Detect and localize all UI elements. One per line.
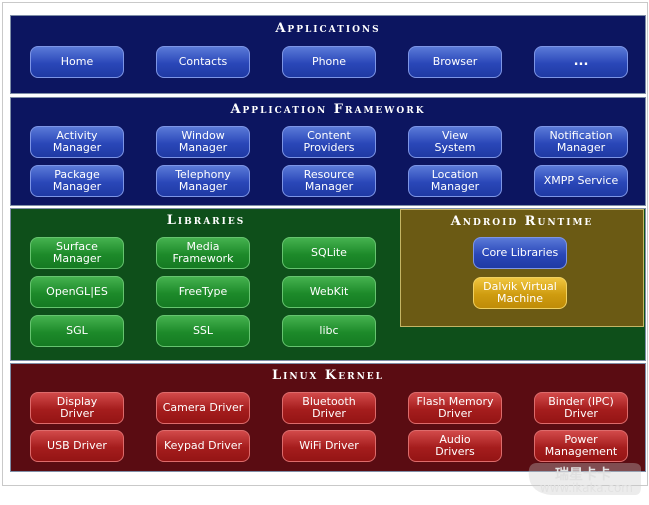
lib-freetype: FreeType — [156, 276, 250, 308]
app-contacts: Contacts — [156, 46, 250, 78]
fw-content-providers: Content Providers — [282, 126, 376, 158]
kernel-layer: Linux Kernel Display Driver Camera Drive… — [10, 363, 646, 472]
watermark-logo-icon: 瑞星卡卡 — [528, 463, 641, 495]
watermark-url: www.ikaka.com — [539, 481, 633, 495]
watermark: 瑞星卡卡 www.ikaka.com — [525, 459, 643, 499]
app-more: ... — [534, 46, 628, 78]
kernel-title: Linux Kernel — [272, 368, 384, 383]
lib-sqlite: SQLite — [282, 237, 376, 269]
lib-media-framework: Media Framework — [156, 237, 250, 269]
lib-libc: libc — [282, 315, 376, 347]
k-usb-driver: USB Driver — [30, 430, 124, 462]
runtime-layer: Android Runtime Core Libraries Dalvik Vi… — [400, 209, 644, 327]
k-keypad-driver: Keypad Driver — [156, 430, 250, 462]
k-bluetooth-driver: Bluetooth Driver — [282, 392, 376, 424]
fw-view-system: View System — [408, 126, 502, 158]
app-phone: Phone — [282, 46, 376, 78]
lib-opengl-es: OpenGL|ES — [30, 276, 124, 308]
framework-layer: Application Framework Activity Manager W… — [10, 97, 646, 206]
lib-ssl: SSL — [156, 315, 250, 347]
k-audio-drivers: Audio Drivers — [408, 430, 502, 462]
k-wifi-driver: WiFi Driver — [282, 430, 376, 462]
lib-webkit: WebKit — [282, 276, 376, 308]
runtime-title: Android Runtime — [450, 214, 594, 229]
applications-layer: Applications Home Contacts Phone Browser… — [10, 15, 646, 94]
k-binder-driver: Binder (IPC) Driver — [534, 392, 628, 424]
svg-text:瑞星卡卡: 瑞星卡卡 — [555, 466, 611, 483]
fw-package-manager: Package Manager — [30, 165, 124, 197]
fw-resource-manager: Resource Manager — [282, 165, 376, 197]
applications-title: Applications — [275, 21, 381, 36]
rt-dalvik-vm: Dalvik Virtual Machine — [473, 277, 567, 309]
fw-notification-manager: Notification Manager — [534, 126, 628, 158]
app-browser: Browser — [408, 46, 502, 78]
lib-sgl: SGL — [30, 315, 124, 347]
libraries-title: Libraries — [166, 213, 246, 228]
k-power-management: Power Management — [534, 430, 628, 462]
lib-surface-manager: Surface Manager — [30, 237, 124, 269]
fw-activity-manager: Activity Manager — [30, 126, 124, 158]
k-display-driver: Display Driver — [30, 392, 124, 424]
fw-location-manager: Location Manager — [408, 165, 502, 197]
framework-title: Application Framework — [230, 102, 426, 117]
k-flash-memory-driver: Flash Memory Driver — [408, 392, 502, 424]
rt-core-libraries: Core Libraries — [473, 237, 567, 269]
k-camera-driver: Camera Driver — [156, 392, 250, 424]
fw-xmpp-service: XMPP Service — [534, 165, 628, 197]
fw-window-manager: Window Manager — [156, 126, 250, 158]
fw-telephony-manager: Telephony Manager — [156, 165, 250, 197]
diagram-frame: Applications Home Contacts Phone Browser… — [2, 2, 648, 486]
app-home: Home — [30, 46, 124, 78]
